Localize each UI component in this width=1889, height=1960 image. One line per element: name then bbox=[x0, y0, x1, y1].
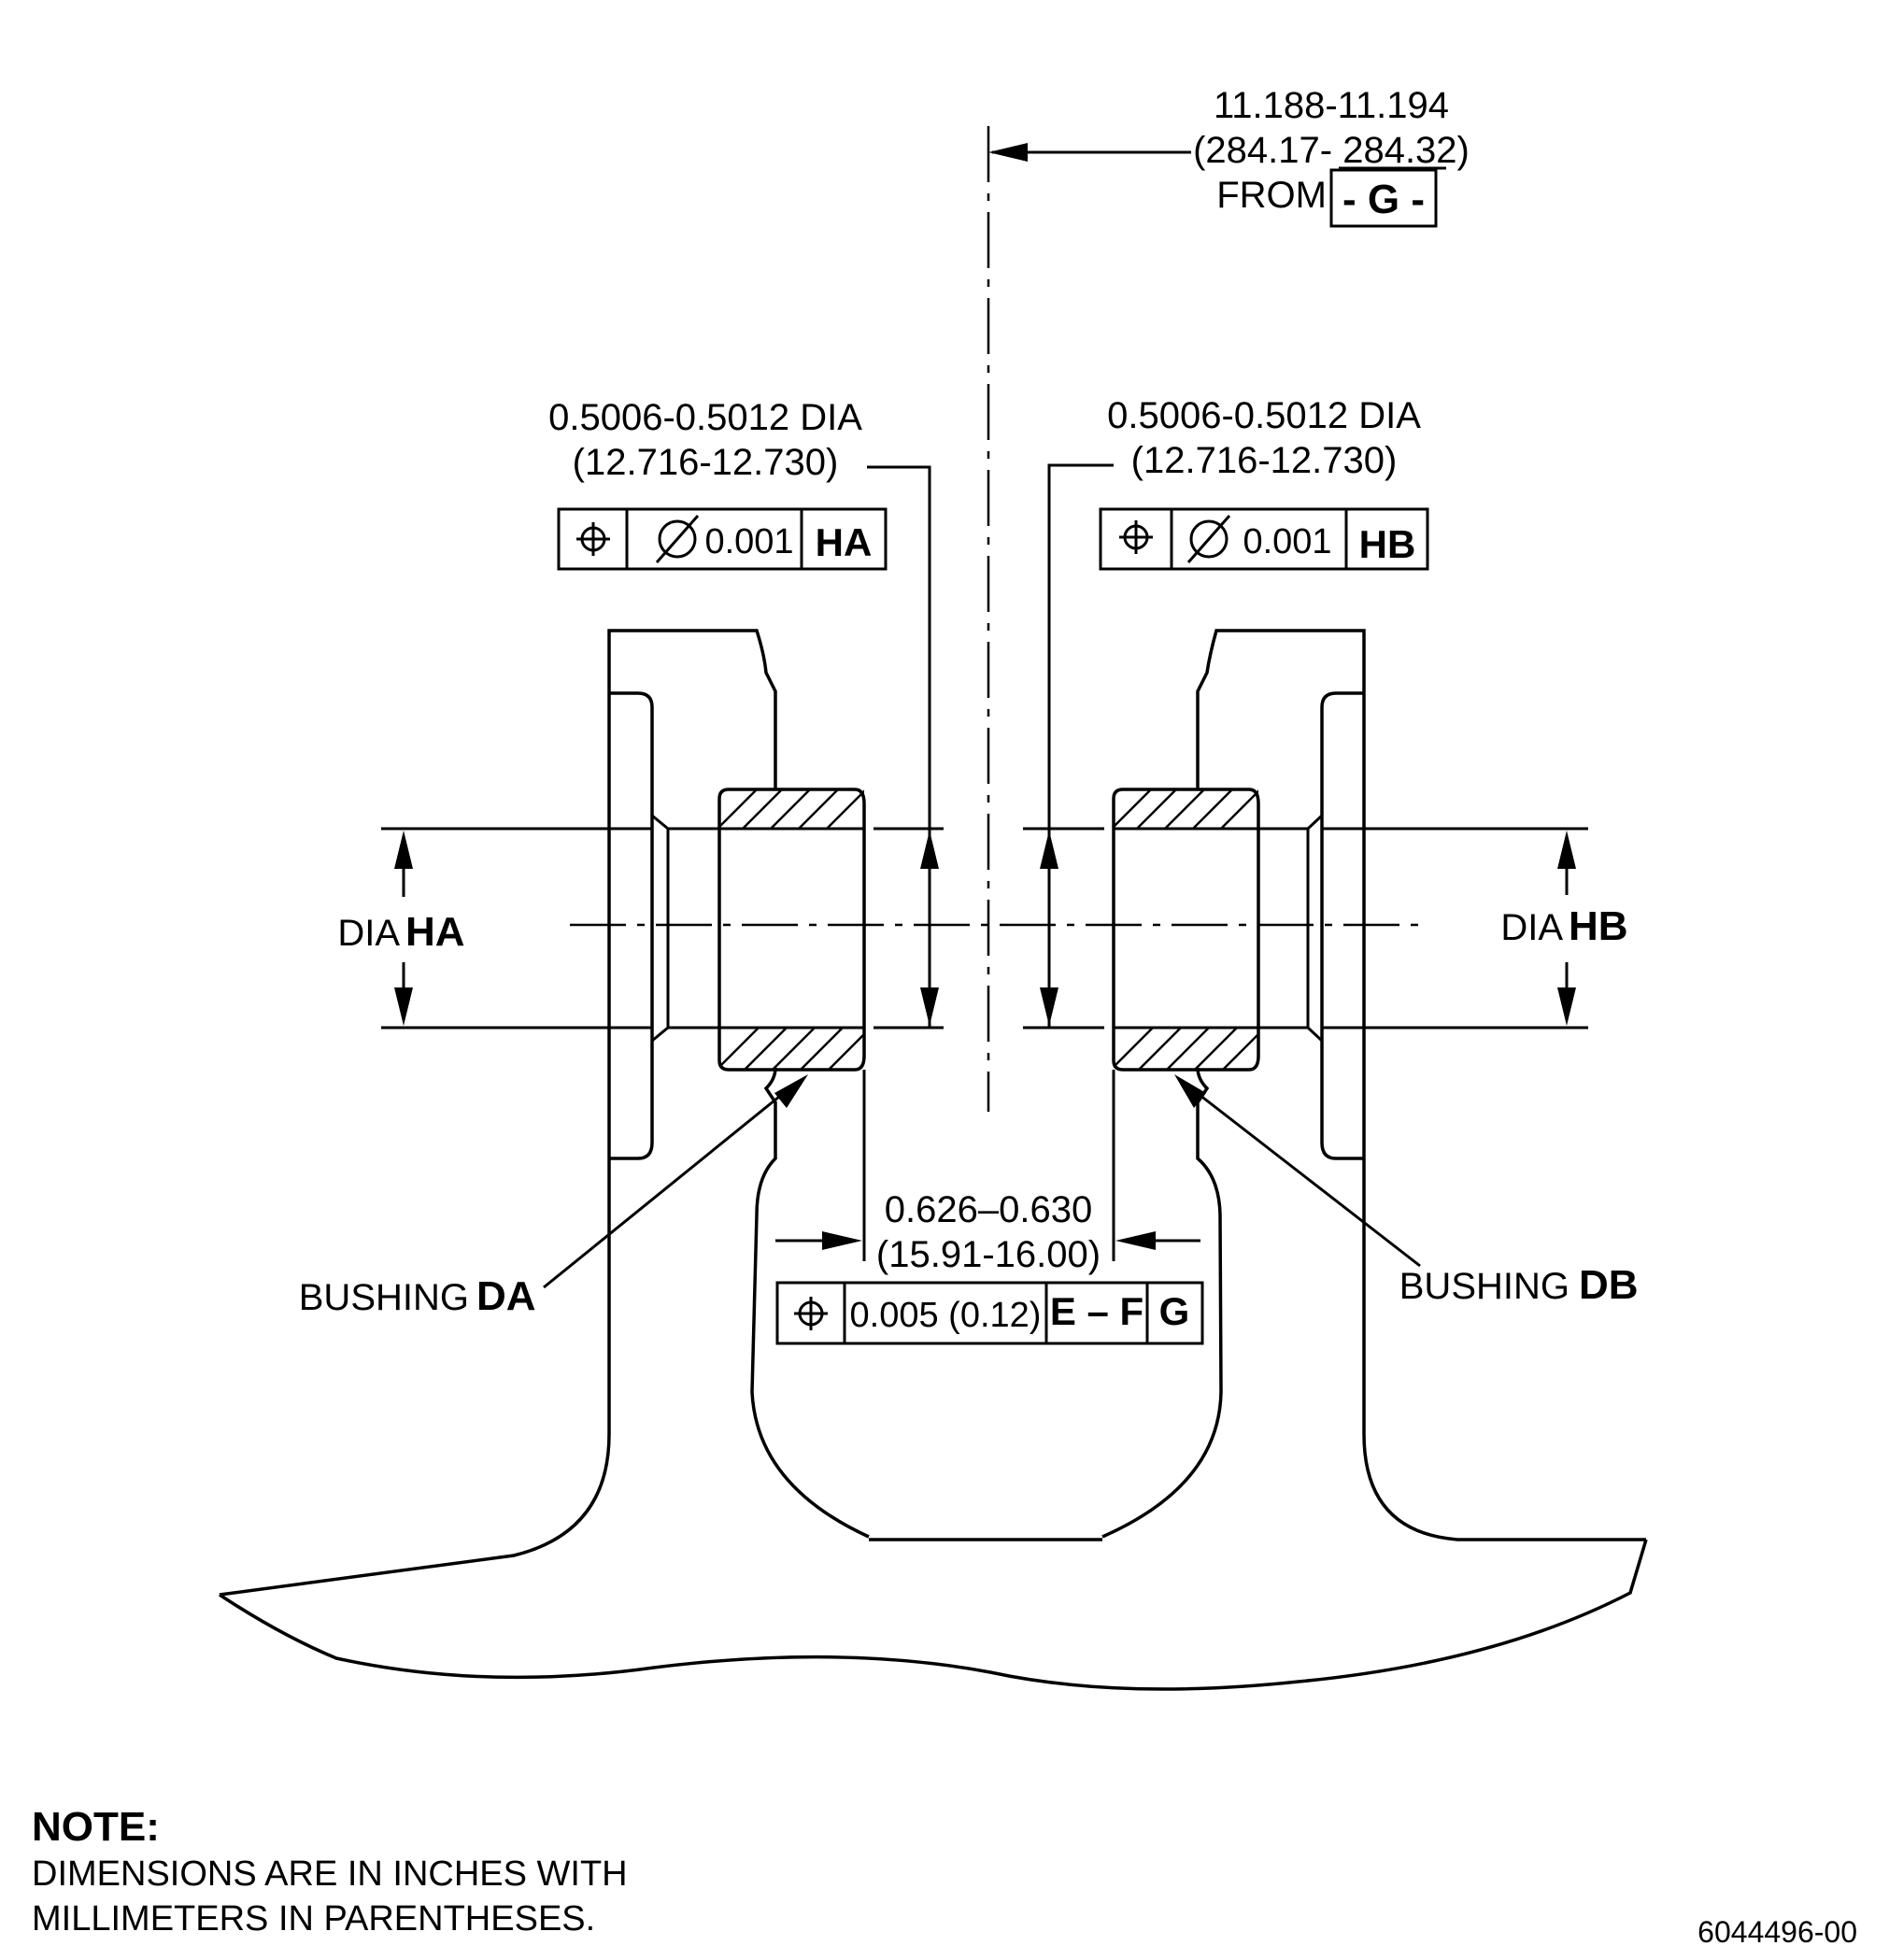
position-icon bbox=[794, 1297, 828, 1330]
gap-feature-control-frame: 0.005 (0.12) E – F G bbox=[775, 1281, 1204, 1345]
bushing-db-id: DB bbox=[1579, 1262, 1639, 1308]
diameter-icon bbox=[655, 515, 700, 563]
left-fcf-tolerance: 0.001 bbox=[704, 522, 793, 561]
dia-ha-datum: HA bbox=[405, 909, 465, 955]
datum-dimension: 11.188-11.194 (284.17- 284.32) FROM - G … bbox=[988, 85, 1470, 228]
right-bore-arrows bbox=[1023, 827, 1104, 1030]
datum-dim-mm: (284.17- 284.32) bbox=[1193, 130, 1470, 171]
right-fcf-tolerance: 0.001 bbox=[1243, 522, 1331, 561]
left-part-outline bbox=[219, 629, 870, 1597]
bushing-db bbox=[1112, 788, 1260, 1072]
left-bore-mm: (12.716-12.730) bbox=[573, 442, 839, 483]
figure-id: 6044496-00 bbox=[1697, 1915, 1857, 1949]
right-bore-inch: 0.5006-0.5012 DIA bbox=[1107, 395, 1421, 436]
position-icon bbox=[576, 522, 610, 556]
datum-dim-inch: 11.188-11.194 bbox=[1214, 85, 1449, 126]
right-feature-control-frame: 0.001 HB bbox=[1099, 507, 1429, 571]
gap-fcf-datum-1: E – F bbox=[1050, 1289, 1143, 1333]
left-bore-inch: 0.5006-0.5012 DIA bbox=[548, 397, 862, 438]
note-block: NOTE: DIMENSIONS ARE IN INCHES WITH MILL… bbox=[32, 1803, 628, 1941]
datum-dim-from: FROM bbox=[1216, 175, 1327, 216]
datum-g-label: - G - bbox=[1342, 177, 1425, 222]
gap-dim-mm: (15.91-16.00) bbox=[876, 1234, 1101, 1275]
note-line-1: DIMENSIONS ARE IN INCHES WITH bbox=[32, 1854, 628, 1894]
dia-ha-dimension: DIA HA bbox=[337, 827, 652, 1030]
bushing-da-leader: BUSHING DA bbox=[299, 1074, 808, 1319]
gap-fcf-tolerance: 0.005 (0.12) bbox=[850, 1296, 1042, 1335]
bushing-da-prefix: BUSHING bbox=[299, 1277, 469, 1318]
note-title: NOTE: bbox=[32, 1804, 160, 1850]
right-bore-mm: (12.716-12.730) bbox=[1131, 440, 1398, 481]
bushing-db-leader: BUSHING DB bbox=[1174, 1074, 1639, 1308]
gap-fcf-datum-2: G bbox=[1159, 1289, 1190, 1333]
right-part-outline bbox=[1101, 629, 1646, 1541]
dia-hb-dimension: DIA HB bbox=[1322, 827, 1628, 1030]
bushing-da-id: DA bbox=[476, 1273, 536, 1319]
gap-dimension: 0.626–0.630 (15.91-16.00) bbox=[775, 1070, 1200, 1275]
left-bore-dimension: 0.5006-0.5012 DIA (12.716-12.730) bbox=[548, 397, 931, 1028]
left-bore-arrows bbox=[873, 827, 944, 1030]
datum-g-box bbox=[1329, 168, 1438, 228]
bushing-da bbox=[717, 788, 866, 1072]
left-feature-control-frame: 0.001 HA bbox=[557, 507, 888, 571]
left-fcf-datum: HA bbox=[816, 520, 873, 564]
break-line bbox=[219, 1539, 1648, 1691]
dia-hb-datum: HB bbox=[1569, 903, 1628, 949]
diameter-icon bbox=[1186, 515, 1231, 563]
bushing-db-prefix: BUSHING bbox=[1399, 1266, 1569, 1307]
dia-hb-prefix: DIA bbox=[1500, 907, 1563, 948]
position-icon bbox=[1119, 520, 1153, 554]
right-fcf-datum: HB bbox=[1359, 522, 1416, 566]
dia-ha-prefix: DIA bbox=[337, 913, 400, 954]
note-line-2: MILLIMETERS IN PARENTHESES. bbox=[32, 1899, 596, 1939]
gap-dim-inch: 0.626–0.630 bbox=[885, 1189, 1092, 1230]
